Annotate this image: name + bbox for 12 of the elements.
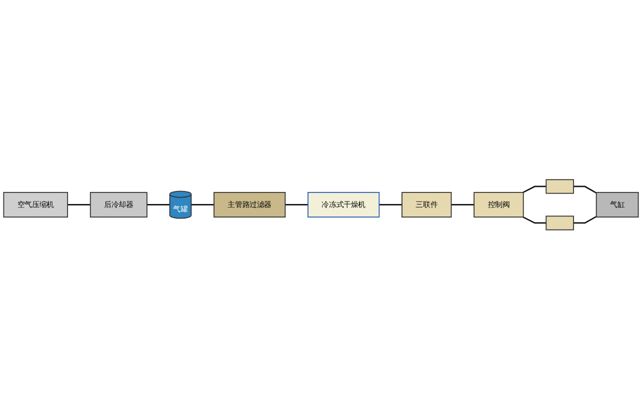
connector <box>522 186 546 194</box>
connector <box>451 204 474 206</box>
node-box <box>546 179 574 194</box>
node-box <box>546 216 574 231</box>
connector <box>574 216 597 224</box>
connector <box>379 204 402 206</box>
connector <box>146 204 170 206</box>
connector <box>574 186 597 194</box>
connector <box>68 204 90 206</box>
connector <box>285 204 308 206</box>
connector <box>191 204 214 206</box>
connector <box>522 216 546 224</box>
